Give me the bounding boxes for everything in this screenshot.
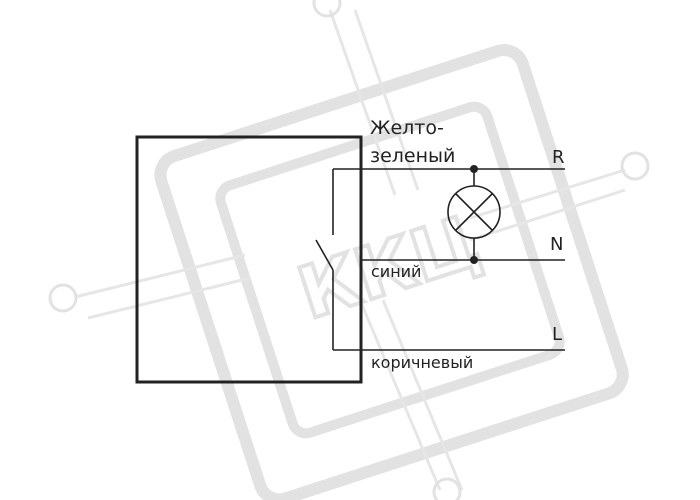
label-brown: коричневый bbox=[371, 353, 473, 372]
watermark-circles bbox=[48, 0, 650, 500]
lamp-symbol bbox=[447, 165, 501, 264]
label-yellow-green-line1: Желто- bbox=[370, 117, 444, 139]
terminal-r-label: R bbox=[552, 147, 565, 168]
watermark-inner-frame bbox=[215, 101, 565, 439]
junction-dot-r bbox=[470, 165, 478, 173]
watermark-crosshair-lines bbox=[74, 9, 626, 491]
label-yellow-green-line2: зеленый bbox=[370, 145, 455, 167]
terminal-l-label: L bbox=[552, 324, 562, 345]
internal-switch bbox=[315, 169, 334, 350]
terminal-n-label: N bbox=[550, 234, 563, 255]
junction-dot-n bbox=[470, 256, 478, 264]
label-blue: синий bbox=[371, 262, 421, 281]
watermark-outer-frame bbox=[154, 44, 629, 500]
